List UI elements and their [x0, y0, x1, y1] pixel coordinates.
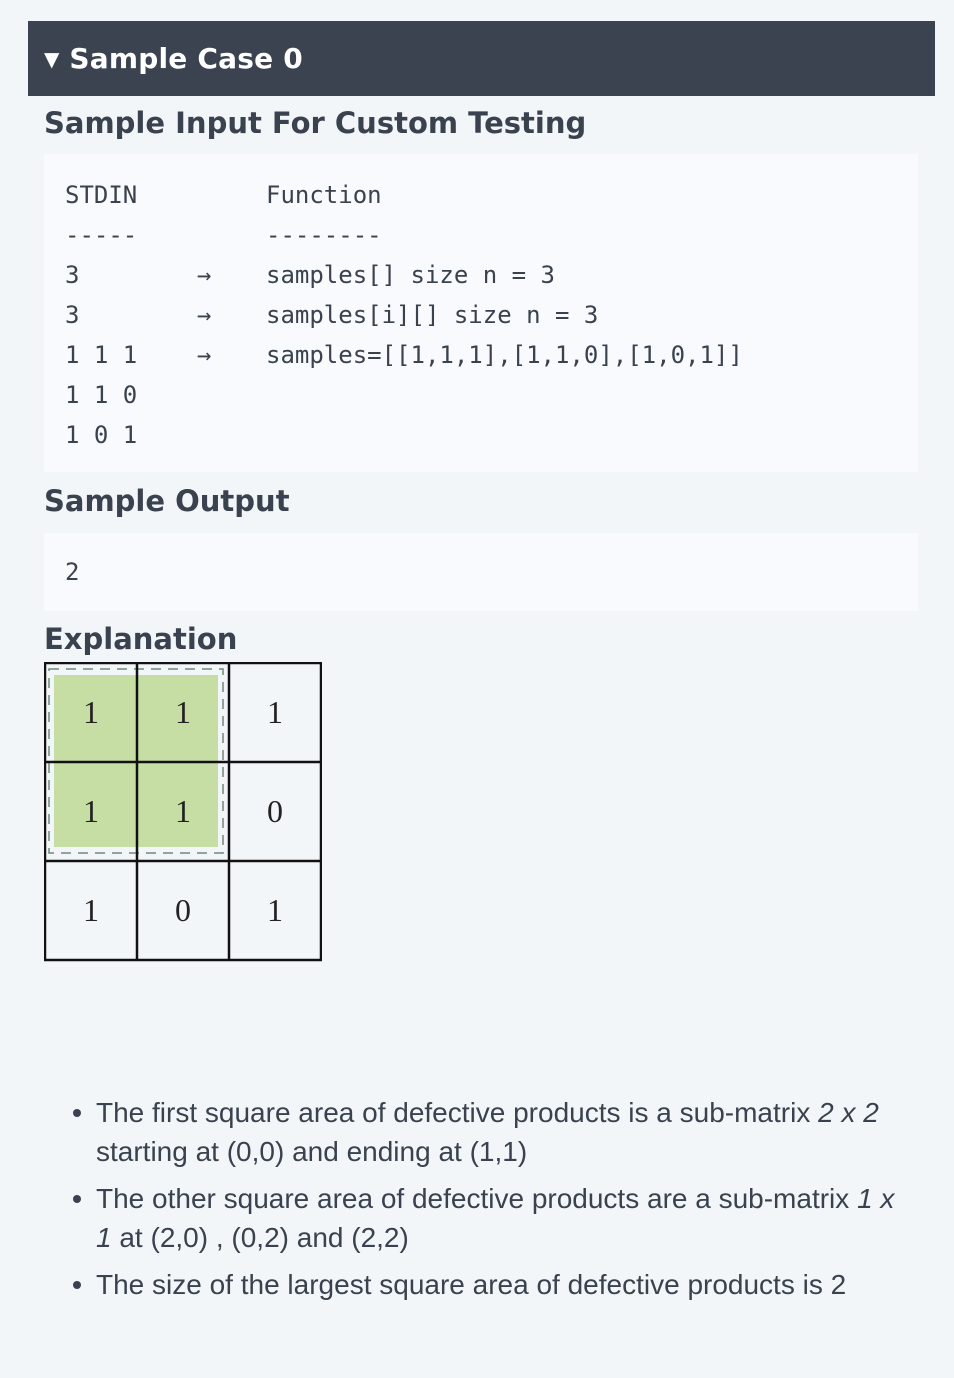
list-item: The first square area of defective produ… — [73, 1093, 916, 1171]
sample-input-box: STDIN Function ----- -------- 3 → sample… — [44, 154, 918, 472]
function-divider: -------- — [266, 221, 382, 249]
list-item: The other square area of defective produ… — [73, 1179, 916, 1257]
stdin-line: 1 1 0 — [65, 381, 138, 409]
matrix-cell: 1 — [267, 892, 283, 928]
arrow-icon: → — [197, 261, 212, 289]
bullet-text: starting at (0,0) and ending at (1,1) — [96, 1136, 528, 1167]
matrix-cell: 1 — [83, 793, 99, 829]
matrix-cell: 1 — [175, 694, 191, 730]
matrix-cell: 1 — [83, 694, 99, 730]
function-line: samples=[[1,1,1],[1,1,0],[1,0,1]] — [266, 341, 743, 369]
stdin-line: 3 — [65, 301, 80, 329]
stdin-line: 1 0 1 — [65, 421, 138, 449]
grid-border — [44, 662, 322, 962]
list-item: The size of the largest square area of d… — [73, 1265, 916, 1304]
function-line: samples[] size n = 3 — [266, 261, 555, 289]
sample-case-title: Sample Case 0 — [69, 42, 303, 75]
matrix-cell: 1 — [175, 793, 191, 829]
function-line: samples[i][] size n = 3 — [266, 301, 599, 329]
sample-input-heading: Sample Input For Custom Testing — [44, 106, 587, 140]
matrix-grid — [44, 662, 322, 962]
stdin-divider: ----- — [65, 221, 138, 249]
sample-case-header[interactable]: ▼ Sample Case 0 — [28, 21, 935, 96]
bullet-text: The other square area of defective produ… — [96, 1183, 858, 1214]
bullet-text: The first square area of defective produ… — [96, 1097, 819, 1128]
bullet-text: at (2,0) , (0,2) and (2,2) — [111, 1222, 409, 1253]
output-value: 2 — [65, 558, 80, 586]
bullet-emphasis: 2 x 2 — [818, 1097, 879, 1128]
sample-output-box: 2 — [44, 533, 918, 611]
function-header: Function — [266, 181, 382, 209]
arrow-icon: → — [197, 341, 212, 369]
explanation-heading: Explanation — [44, 622, 238, 656]
arrow-icon: → — [197, 301, 212, 329]
stdin-line: 1 1 1 — [65, 341, 138, 369]
matrix-cell: 0 — [175, 892, 191, 928]
bullet-text: The size of the largest square area of d… — [96, 1269, 847, 1300]
triangle-down-icon[interactable]: ▼ — [44, 46, 60, 71]
stdin-line: 3 — [65, 261, 80, 289]
sample-output-heading: Sample Output — [44, 484, 290, 518]
stdin-header: STDIN — [65, 181, 138, 209]
matrix-cell: 1 — [267, 694, 283, 730]
explanation-bullets: The first square area of defective produ… — [73, 1093, 916, 1312]
bullet-emphasis: 1 x 1 — [96, 1183, 895, 1253]
matrix-cell: 1 — [83, 892, 99, 928]
matrix-cell: 0 — [267, 793, 283, 829]
explanation-matrix: 1 1 1 1 1 0 1 0 1 — [44, 662, 322, 962]
